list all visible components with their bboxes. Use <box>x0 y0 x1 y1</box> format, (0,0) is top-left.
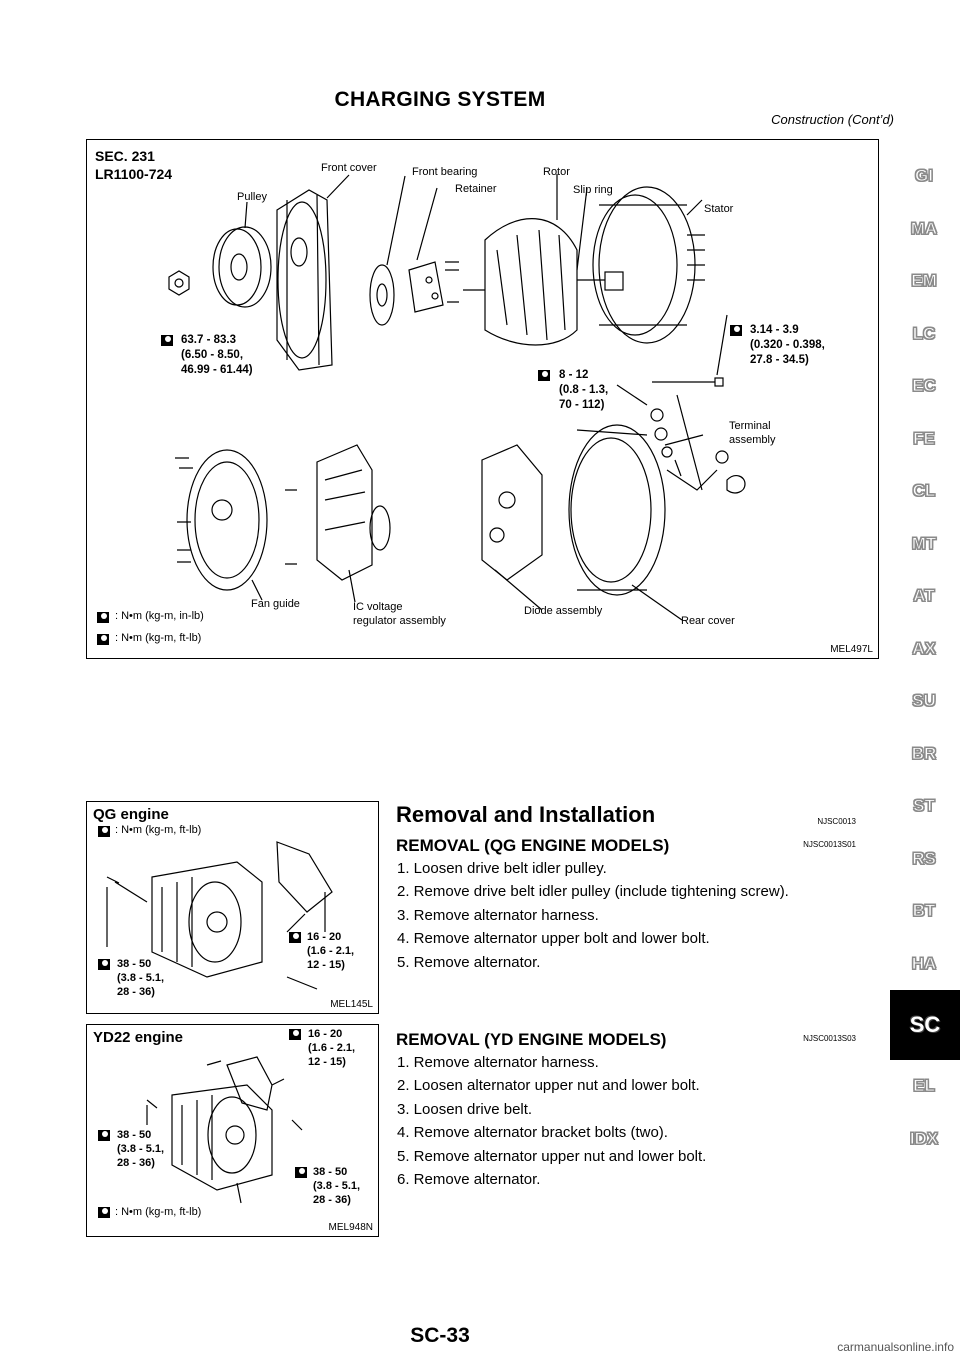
list-item: 6. Remove alternator. <box>397 1171 541 1189</box>
yd22-alternator-drawing <box>146 1056 303 1204</box>
torque-wrench-icon <box>289 1029 301 1040</box>
tab-idx[interactable]: IDX <box>909 1128 939 1148</box>
tab-su[interactable]: SU <box>912 691 937 711</box>
subsection-title-qg: REMOVAL (QG ENGINE MODELS) <box>396 836 670 855</box>
torque-wrench-icon <box>295 1167 307 1178</box>
list-item: 5. Remove alternator. <box>397 953 541 971</box>
yd22-torque-top: 16 - 20 (1.6 - 2.1, 12 - 15) <box>308 1028 356 1068</box>
list-item: 3. Remove alternator harness. <box>397 906 599 924</box>
legend-ft-lb: : N•m (kg-m, ft-lb) <box>115 632 202 644</box>
torque-wrench-icon-ft-lb <box>97 634 109 645</box>
qg-torque-left: 38 - 50 (3.8 - 5.1, 28 - 36) <box>117 958 165 998</box>
tab-at[interactable]: AT <box>913 586 935 606</box>
yd-removal-steps: 1. Remove alternator harness. 2. Loosen … <box>397 1051 706 1191</box>
torque-wrench-icon-in-lb <box>97 612 109 623</box>
list-item: 1. Remove alternator harness. <box>397 1054 599 1071</box>
yd22-figure-code: MEL948N <box>328 1222 373 1233</box>
label-slip-ring: Slip ring <box>573 184 613 196</box>
label-stator: Stator <box>704 203 734 215</box>
tab-fe[interactable]: FE <box>913 428 936 448</box>
label-diode-assembly: Diode assembly <box>524 605 603 617</box>
tab-lc[interactable]: LC <box>912 323 936 343</box>
page-number: SC-33 <box>410 1324 470 1347</box>
label-front-cover: Front cover <box>321 162 377 174</box>
figure-section-label: SEC. 231 <box>95 148 155 164</box>
list-item: 1. Loosen drive belt idler pulley. <box>397 860 607 877</box>
qg-figure-code: MEL145L <box>330 999 373 1010</box>
page-subtitle: Construction (Cont’d) <box>771 112 894 127</box>
figure-alternator-exploded: SEC. 231 LR1100-724 Front cover Front be… <box>86 139 879 659</box>
legend-in-lb: : N•m (kg-m, in-lb) <box>115 610 204 622</box>
subsection-ref-qg: NJSC0013S01 <box>803 840 856 849</box>
subsection-title-yd: REMOVAL (YD ENGINE MODELS) <box>396 1030 667 1049</box>
tab-em[interactable]: EM <box>911 271 938 291</box>
yd22-figure-title: YD22 engine <box>93 1029 184 1046</box>
list-item: 4. Remove alternator upper bolt and lowe… <box>397 930 710 948</box>
figure-yd22-engine: YD22 engine 16 - 20 (1.6 - 2.1, 12 - 15)… <box>86 1024 379 1237</box>
tab-ec[interactable]: EC <box>912 376 937 396</box>
figure-model-label: LR1100-724 <box>95 166 173 182</box>
yd22-torque-left: 38 - 50 (3.8 - 5.1, 28 - 36) <box>117 1129 165 1169</box>
torque-wrench-icon <box>730 325 742 336</box>
section-title-removal: Removal and Installation <box>396 802 656 827</box>
label-fan-guide: Fan guide <box>251 598 300 610</box>
figure-code: MEL497L <box>830 644 873 655</box>
torque-wrench-icon <box>98 959 110 970</box>
qg-legend: : N•m (kg-m, ft-lb) <box>115 824 202 836</box>
tab-br[interactable]: BR <box>911 743 937 763</box>
list-item: 2. Loosen alternator upper nut and lower… <box>397 1077 700 1095</box>
section-ref: NJSC0013 <box>817 817 856 826</box>
torque-wrench-icon <box>98 1130 110 1141</box>
qg-removal-steps: 1. Loosen drive belt idler pulley. 2. Re… <box>397 857 789 974</box>
figure-qg-engine: QG engine : N•m (kg-m, ft-lb) 38 - 50 (3… <box>86 801 379 1014</box>
tab-sc[interactable]: SC <box>890 990 960 1060</box>
subsection-ref-yd: NJSC0013S03 <box>803 1034 856 1043</box>
label-front-bearing: Front bearing <box>412 166 478 178</box>
tab-gi[interactable]: GI <box>915 166 934 186</box>
torque-through-bolt: 3.14 - 3.9 (0.320 - 0.398, 27.8 - 34.5) <box>750 324 825 366</box>
tab-rs[interactable]: RS <box>912 848 937 868</box>
qg-alternator-drawing <box>106 841 333 990</box>
tab-st[interactable]: ST <box>913 796 936 816</box>
torque-wrench-icon <box>289 932 301 943</box>
section-tabs: GI MA EM LC EC FE CL MT AT AX SU BR ST R… <box>888 150 960 1165</box>
label-retainer: Retainer <box>455 183 497 195</box>
tab-ma[interactable]: MA <box>910 218 938 238</box>
tab-ha[interactable]: HA <box>911 953 937 973</box>
label-ic-voltage-regulator: IC voltage regulator assembly <box>353 601 446 627</box>
torque-wrench-icon <box>161 335 173 346</box>
torque-pulley-nut: 63.7 - 83.3 (6.50 - 8.50, 46.99 - 61.44) <box>181 334 253 376</box>
watermark: carmanualsonline.info <box>837 1340 954 1354</box>
label-terminal-assembly: Terminal assembly <box>729 420 776 446</box>
page-title: CHARGING SYSTEM <box>334 88 546 111</box>
torque-wrench-icon <box>538 370 550 381</box>
list-item: 3. Loosen drive belt. <box>397 1100 533 1118</box>
qg-figure-title: QG engine <box>93 806 169 823</box>
torque-wrench-icon <box>98 1207 110 1218</box>
tab-bt[interactable]: BT <box>912 901 936 921</box>
label-pulley: Pulley <box>237 191 267 203</box>
list-item: 4. Remove alternator bracket bolts (two)… <box>397 1124 668 1142</box>
alternator-exploded-drawing <box>168 174 746 621</box>
torque-wrench-icon <box>98 826 110 837</box>
tab-mt[interactable]: MT <box>911 533 937 553</box>
yd22-legend: : N•m (kg-m, ft-lb) <box>115 1206 202 1218</box>
list-item: 5. Remove alternator upper nut and lower… <box>397 1147 707 1165</box>
label-rotor: Rotor <box>543 166 570 178</box>
tab-cl[interactable]: CL <box>912 481 936 501</box>
tab-ax[interactable]: AX <box>912 638 937 658</box>
qg-torque-right: 16 - 20 (1.6 - 2.1, 12 - 15) <box>307 931 355 971</box>
tab-el[interactable]: EL <box>913 1076 936 1096</box>
yd22-torque-bottom: 38 - 50 (3.8 - 5.1, 28 - 36) <box>313 1166 361 1206</box>
torque-retainer-screw: 8 - 12 (0.8 - 1.3, 70 - 112) <box>559 369 609 411</box>
label-rear-cover: Rear cover <box>681 615 735 627</box>
list-item: 2. Remove drive belt idler pulley (inclu… <box>397 883 789 901</box>
